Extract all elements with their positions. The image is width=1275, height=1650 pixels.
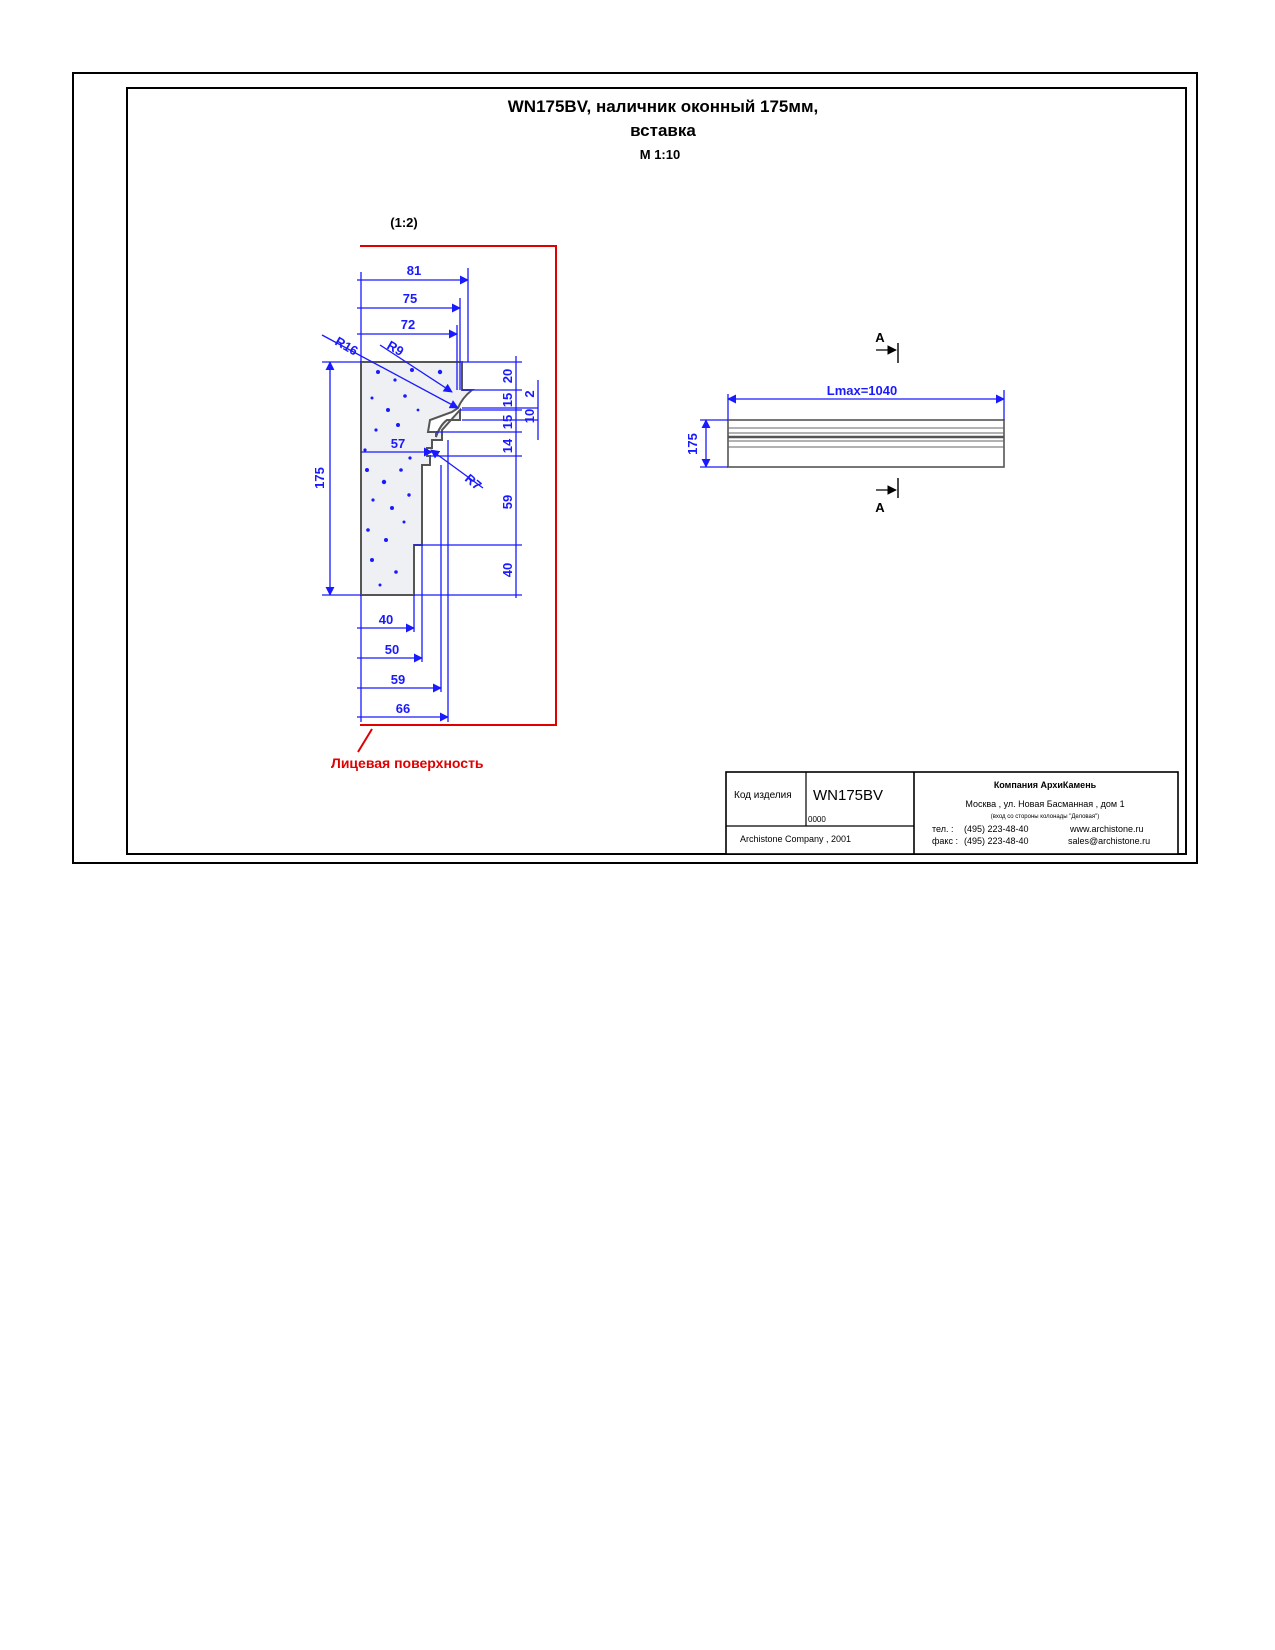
dim-top-75: 75 — [403, 291, 417, 306]
company-address: Москва , ул. Новая Басманная , дом 1 — [965, 799, 1124, 809]
radius-r16: R16 — [333, 334, 361, 359]
website-link[interactable]: www.archistone.ru — [1069, 824, 1144, 834]
dim-right-59: 59 — [500, 495, 515, 509]
radius-r7: R7 — [462, 471, 484, 493]
dim-bottom-66: 66 — [396, 701, 410, 716]
company-name: Компания АрхиКамень — [994, 780, 1097, 790]
detail-scale: (1:2) — [390, 215, 417, 230]
outer-frame — [72, 72, 1198, 864]
drawing-title-line1: WN175BV, наличник оконный 175мм, — [508, 97, 819, 116]
dim-right-14: 14 — [500, 438, 515, 453]
elevation-height: 175 — [685, 433, 700, 455]
profile-body — [360, 361, 475, 596]
elevation-length: Lmax=1040 — [827, 383, 897, 398]
company-address-note: (вход со стороны колонады "Деловая") — [991, 814, 1100, 820]
dim-right-20: 20 — [500, 369, 515, 383]
dim-right-2: 2 — [522, 390, 537, 397]
concrete-hatch — [363, 368, 443, 587]
code-value: WN175BV — [813, 787, 883, 804]
section-mark-top: A — [875, 330, 885, 345]
dim-bottom-40: 40 — [379, 612, 393, 627]
drawing-title-line2: вставка — [630, 121, 696, 140]
face-surface-label: Лицевая поверхность — [331, 755, 484, 771]
elevation-view: Lmax=1040 175 A A — [685, 330, 1005, 515]
fax-label: факс : — [932, 836, 958, 846]
section-mark-bottom: A — [875, 500, 885, 515]
dim-top-72: 72 — [401, 317, 415, 332]
inner-frame — [126, 87, 1187, 855]
dim-right-15b: 15 — [500, 415, 515, 429]
title-block: Код изделия WN175BV 0000 Archistone Comp… — [725, 771, 1179, 855]
copyright: Archistone Company , 2001 — [740, 834, 851, 844]
dim-bottom-50: 50 — [385, 642, 399, 657]
dim-bottom-59: 59 — [391, 672, 405, 687]
dim-right-15a: 15 — [500, 393, 515, 407]
profile-section: Лицевая поверхность 81 75 72 R16 R9 — [312, 245, 557, 771]
code-sub: 0000 — [808, 815, 826, 824]
code-label: Код изделия — [734, 790, 792, 801]
drawing-scale: М 1:10 — [640, 147, 680, 162]
dim-top-81: 81 — [407, 263, 421, 278]
dim-height-175: 175 — [312, 467, 327, 489]
phone-number: (495) 223-48-40 — [964, 824, 1029, 834]
email-link[interactable]: sales@archistone.ru — [1068, 836, 1150, 846]
dim-right-10: 10 — [522, 409, 537, 423]
face-leader — [357, 728, 373, 753]
dim-inner-57: 57 — [391, 436, 405, 451]
radius-r9: R9 — [385, 338, 407, 359]
fax-number: (495) 223-48-40 — [964, 836, 1029, 846]
dim-right-40: 40 — [500, 563, 515, 577]
face-surface-outline — [360, 245, 557, 726]
phone-label: тел. : — [932, 824, 953, 834]
elevation-body — [727, 419, 1005, 468]
